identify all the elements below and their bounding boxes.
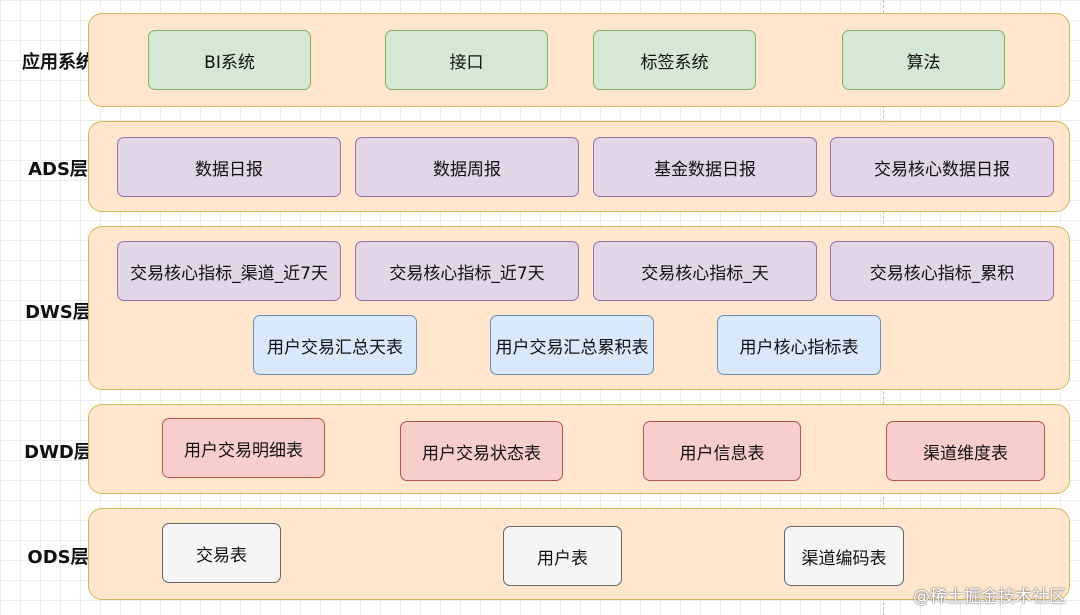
box-trade-table[interactable]: 交易表	[162, 523, 281, 583]
box-user-trade-daily-summary[interactable]: 用户交易汇总天表	[253, 315, 417, 375]
box-user-trade-status[interactable]: 用户交易状态表	[400, 421, 563, 481]
box-weekly-report[interactable]: 数据周报	[355, 137, 579, 197]
watermark: @稀土掘金技术社区	[913, 587, 1066, 607]
box-user-info[interactable]: 用户信息表	[643, 421, 801, 481]
box-interface[interactable]: 接口	[385, 30, 548, 90]
layer-label-app: 应用系统	[22, 52, 94, 73]
box-user-table[interactable]: 用户表	[503, 526, 622, 586]
layer-label-dws: DWS层	[25, 302, 91, 323]
box-daily-report[interactable]: 数据日报	[117, 137, 341, 197]
box-trade-core-daily-report[interactable]: 交易核心数据日报	[830, 137, 1054, 197]
box-channel-dimension[interactable]: 渠道维度表	[886, 421, 1045, 481]
layer-label-ods: ODS层	[27, 547, 89, 568]
box-user-core-metrics[interactable]: 用户核心指标表	[717, 315, 881, 375]
box-trade-core-7d[interactable]: 交易核心指标_近7天	[355, 241, 579, 301]
layer-label-ads: ADS层	[28, 159, 88, 180]
box-fund-daily-report[interactable]: 基金数据日报	[593, 137, 817, 197]
box-trade-core-channel-7d[interactable]: 交易核心指标_渠道_近7天	[117, 241, 341, 301]
box-trade-core-day[interactable]: 交易核心指标_天	[593, 241, 817, 301]
box-trade-core-cumulative[interactable]: 交易核心指标_累积	[830, 241, 1054, 301]
box-user-trade-detail[interactable]: 用户交易明细表	[162, 418, 325, 478]
box-user-trade-cumulative-summary[interactable]: 用户交易汇总累积表	[490, 315, 654, 375]
layer-label-dwd: DWD层	[24, 442, 92, 463]
box-bi-system[interactable]: BI系统	[148, 30, 311, 90]
box-channel-code-table[interactable]: 渠道编码表	[784, 526, 904, 586]
box-tag-system[interactable]: 标签系统	[593, 30, 756, 90]
box-algorithm[interactable]: 算法	[842, 30, 1005, 90]
